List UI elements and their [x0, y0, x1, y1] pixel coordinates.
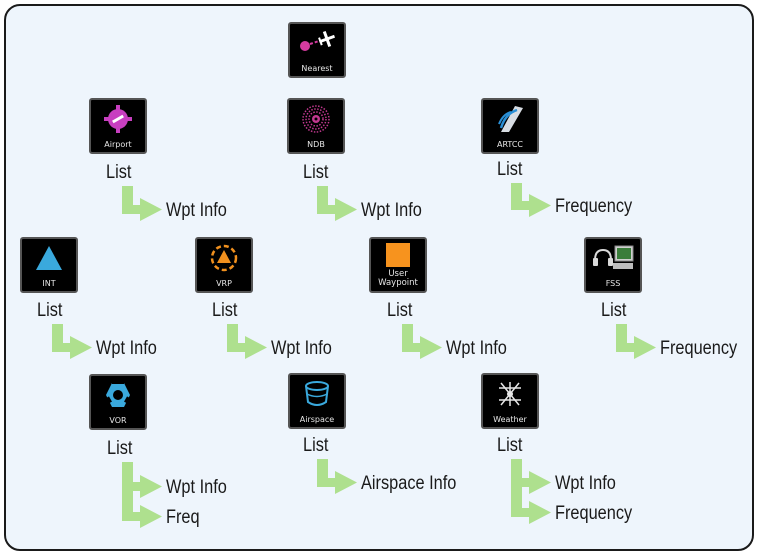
user-waypoint-caption-line1: User	[388, 269, 408, 279]
user-waypoint-list-label[interactable]: List	[387, 300, 413, 321]
int-caption: INT	[42, 279, 56, 288]
int-wpt-info-label[interactable]: Wpt Info	[96, 338, 157, 359]
vrp-list-label[interactable]: List	[212, 300, 238, 321]
fss-button[interactable]: FSS	[584, 237, 642, 293]
weather-list-label[interactable]: List	[497, 435, 523, 456]
weather-button[interactable]: Weather	[481, 373, 539, 429]
vrp-caption: VRP	[216, 279, 232, 288]
aircraft-target-icon	[290, 28, 344, 58]
airport-caption: Airport	[104, 140, 132, 149]
fss-list-label[interactable]: List	[601, 300, 627, 321]
vrp-wpt-info-label[interactable]: Wpt Info	[271, 338, 332, 359]
nearest-button[interactable]: Nearest	[288, 22, 346, 78]
artcc-list-label[interactable]: List	[497, 159, 523, 180]
artcc-icon	[483, 104, 537, 134]
airport-icon	[91, 104, 145, 134]
vor-button[interactable]: VOR	[89, 374, 147, 430]
vor-wpt-info-label[interactable]: Wpt Info	[166, 477, 227, 498]
ndb-button[interactable]: NDB	[287, 98, 345, 154]
vor-caption: VOR	[109, 416, 127, 425]
user-waypoint-wpt-info-label[interactable]: Wpt Info	[446, 338, 507, 359]
weather-wpt-info-label[interactable]: Wpt Info	[555, 473, 616, 494]
airspace-info-label[interactable]: Airspace Info	[361, 473, 457, 494]
airspace-icon	[290, 379, 344, 409]
vor-list-label[interactable]: List	[107, 438, 133, 459]
intersection-icon	[22, 243, 76, 273]
fss-frequency-label[interactable]: Frequency	[660, 338, 738, 359]
user-waypoint-icon	[371, 242, 425, 268]
airspace-list-label[interactable]: List	[303, 435, 329, 456]
ndb-icon	[289, 104, 343, 134]
user-waypoint-button[interactable]: User Waypoint	[369, 237, 427, 293]
int-list-label[interactable]: List	[37, 300, 63, 321]
fss-icon	[586, 243, 640, 273]
user-waypoint-caption: User Waypoint	[371, 270, 425, 288]
airspace-button[interactable]: Airspace	[288, 373, 346, 429]
user-waypoint-caption-line2: Waypoint	[378, 278, 418, 288]
ndb-list-label[interactable]: List	[303, 162, 329, 183]
vor-freq-label[interactable]: Freq	[166, 507, 200, 528]
artcc-frequency-label[interactable]: Frequency	[555, 196, 633, 217]
weather-icon	[483, 379, 537, 409]
airspace-caption: Airspace	[299, 415, 335, 424]
weather-frequency-label[interactable]: Frequency	[555, 503, 633, 524]
vor-icon	[91, 380, 145, 410]
ndb-caption: NDB	[307, 140, 325, 149]
vrp-button[interactable]: VRP	[195, 237, 253, 293]
fss-caption: FSS	[605, 279, 621, 288]
airport-list-label[interactable]: List	[106, 162, 132, 183]
vrp-icon	[197, 243, 251, 273]
airport-button[interactable]: Airport	[89, 98, 147, 154]
weather-caption: Weather	[493, 415, 527, 424]
artcc-caption: ARTCC	[496, 140, 524, 149]
nearest-caption: Nearest	[301, 64, 333, 73]
int-button[interactable]: INT	[20, 237, 78, 293]
ndb-wpt-info-label[interactable]: Wpt Info	[361, 200, 422, 221]
artcc-button[interactable]: ARTCC	[481, 98, 539, 154]
airport-wpt-info-label[interactable]: Wpt Info	[166, 200, 227, 221]
